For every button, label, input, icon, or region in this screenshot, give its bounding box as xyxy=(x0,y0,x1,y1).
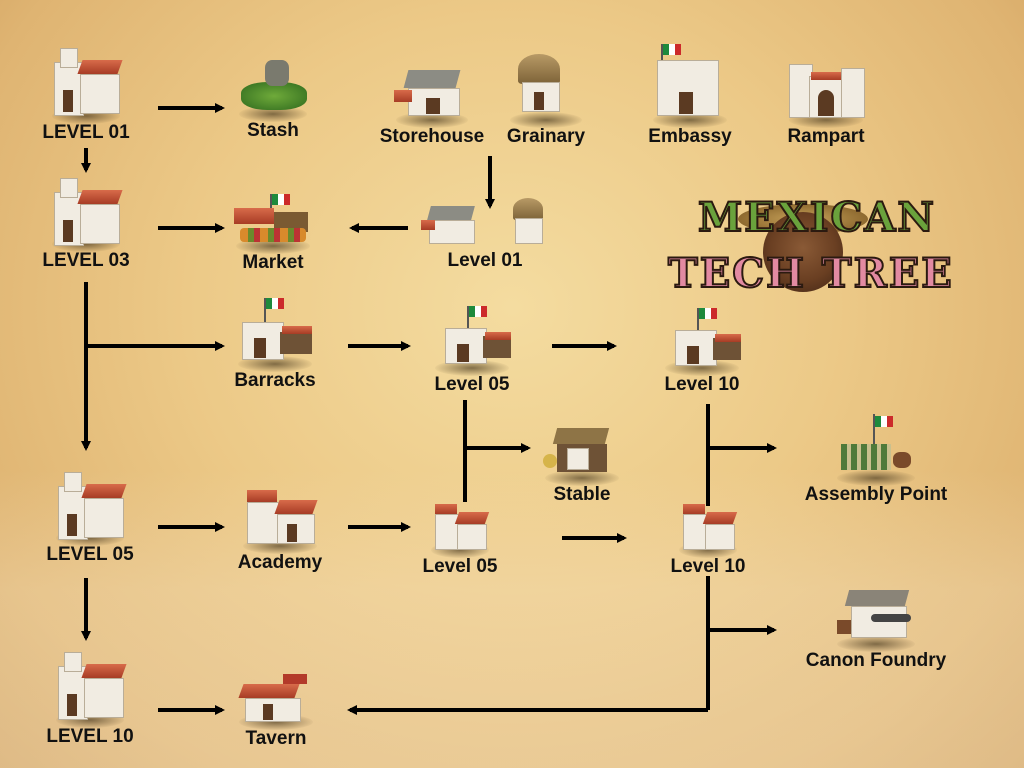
stash[interactable]: Stash xyxy=(230,54,316,142)
rampart[interactable]: Rampart xyxy=(774,50,878,148)
barracks-level-10[interactable]: Level 10 xyxy=(650,308,754,396)
barracks-level-05[interactable]: Level 05 xyxy=(420,306,524,396)
tavern-label: Tavern xyxy=(245,728,307,749)
academy-level-05[interactable]: Level 05 xyxy=(408,500,512,578)
market[interactable]: Market xyxy=(226,194,320,274)
academy-icon xyxy=(237,486,323,554)
stable-label: Stable xyxy=(553,484,611,505)
market-label: Market xyxy=(242,252,304,273)
academy-label: Academy xyxy=(237,552,323,573)
storehouse-label: Storehouse xyxy=(379,126,485,147)
market-icon xyxy=(230,194,316,254)
title-line-2: TECH TREE xyxy=(667,249,954,298)
stable[interactable]: Stable xyxy=(534,424,630,506)
title-line-1: MEXICAN xyxy=(697,193,936,242)
assembly-point-icon xyxy=(831,414,921,486)
mascot-face-icon xyxy=(763,212,843,292)
town-hall-label: LEVEL 01 xyxy=(42,122,130,143)
academy-level-10-label: Level 10 xyxy=(670,556,746,577)
town-hall-label: LEVEL 05 xyxy=(46,544,134,565)
barracks[interactable]: Barracks xyxy=(226,298,324,392)
embassy-icon xyxy=(647,44,733,128)
tavern[interactable]: Tavern xyxy=(228,674,324,750)
town-hall-icon xyxy=(50,648,130,728)
town-hall-label: LEVEL 10 xyxy=(46,726,134,747)
academy-icon xyxy=(425,500,495,558)
canon-foundry[interactable]: Canon Foundry xyxy=(796,586,956,672)
town-hall-icon xyxy=(46,42,126,124)
rampart-icon xyxy=(783,50,869,128)
town-hall-level-03[interactable]: LEVEL 03 xyxy=(38,176,134,272)
assembly-point[interactable]: Assembly Point xyxy=(796,414,956,506)
barracks-icon xyxy=(429,306,515,376)
barracks-level-10-label: Level 10 xyxy=(664,374,740,395)
canon-foundry-label: Canon Foundry xyxy=(805,650,947,671)
storehouse[interactable]: Storehouse xyxy=(372,60,492,148)
storehouse-icon xyxy=(390,60,474,128)
barracks-level-05-label: Level 05 xyxy=(434,374,510,395)
barracks-label: Barracks xyxy=(234,370,316,391)
grainary-icon xyxy=(504,50,588,128)
grainary[interactable]: Grainary xyxy=(496,50,596,148)
town-hall-level-01[interactable]: LEVEL 01 xyxy=(38,42,134,144)
academy-icon xyxy=(673,500,743,558)
rampart-label: Rampart xyxy=(787,126,865,147)
stash-icon xyxy=(233,54,313,122)
academy-level-10[interactable]: Level 10 xyxy=(656,500,760,578)
town-hall-level-05[interactable]: LEVEL 05 xyxy=(38,468,142,566)
stash-label: Stash xyxy=(247,120,299,141)
town-hall-icon xyxy=(50,468,130,546)
town-hall-label: LEVEL 03 xyxy=(42,250,130,271)
tavern-icon xyxy=(233,674,319,730)
town-hall-level-10[interactable]: LEVEL 10 xyxy=(38,648,142,748)
storage-level-01-label: Level 01 xyxy=(447,250,523,271)
embassy[interactable]: Embassy xyxy=(640,44,740,148)
storage-level-01[interactable]: Level 01 xyxy=(410,196,560,272)
academy-level-05-label: Level 05 xyxy=(422,556,498,577)
storage-level-01-icon xyxy=(415,196,555,248)
canon-foundry-icon xyxy=(831,586,921,652)
academy[interactable]: Academy xyxy=(228,486,332,574)
barracks-icon xyxy=(232,298,318,372)
barracks-icon xyxy=(659,308,745,376)
stable-icon xyxy=(539,424,625,486)
town-hall-icon xyxy=(46,176,126,252)
title-logo: MEXICAN TECH TREE xyxy=(667,182,958,312)
grainary-label: Grainary xyxy=(506,126,586,147)
embassy-label: Embassy xyxy=(648,126,732,147)
assembly-point-label: Assembly Point xyxy=(804,484,948,505)
